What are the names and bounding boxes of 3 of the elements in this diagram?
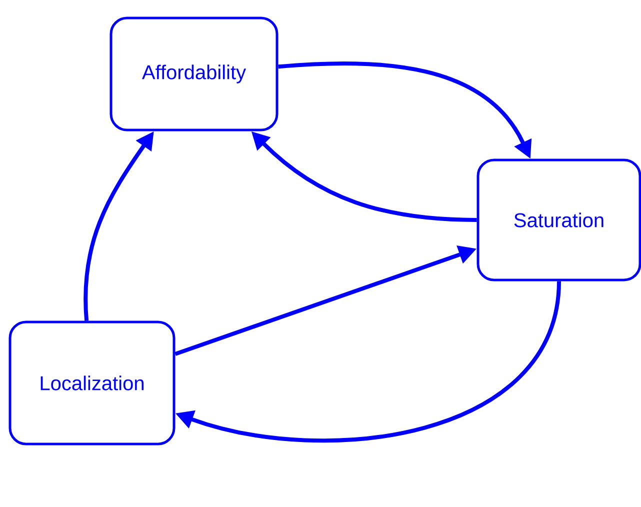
- process-box: Affordability: [110, 16, 278, 132]
- process-box: Localization: [8, 320, 176, 446]
- process-box: Saturation: [476, 158, 641, 282]
